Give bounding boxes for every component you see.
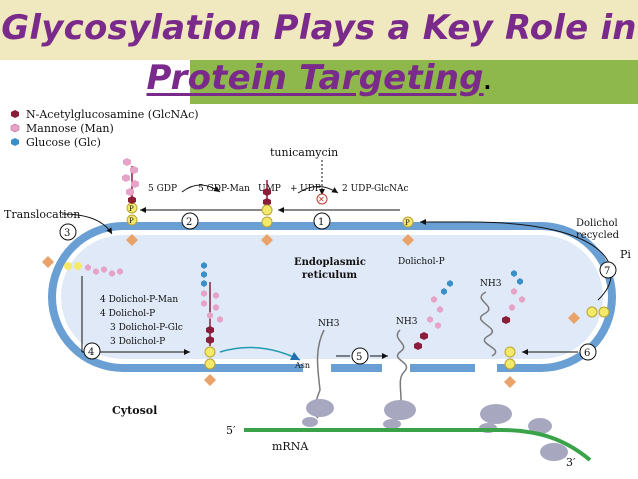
step-4-badge: 4 <box>83 342 101 360</box>
nascent-chain-2: NH3 <box>396 280 453 419</box>
step-3-badge: 3 <box>59 223 77 241</box>
dolp-3-label: 3 Dolichol-P <box>110 337 165 347</box>
dolichol-recycled-label-2: recycled <box>576 230 620 241</box>
svg-text:NH3: NH3 <box>480 279 502 289</box>
mrna-strand <box>244 428 592 462</box>
dolichol-p-label: Dolichol-P <box>398 257 445 267</box>
glycosylation-diagram: N-Acetylglucosamine (GlcNAc) Mannose (Ma… <box>4 108 631 469</box>
step-1-badge: 1 <box>313 212 331 230</box>
dolp-man-label: 4 Dolichol-P-Man <box>100 295 178 305</box>
svg-text:5: 5 <box>356 352 362 363</box>
legend-glucose: Glucose (Glc) <box>26 136 101 149</box>
cytosol-label: Cytosol <box>112 404 157 417</box>
er-label-2: reticulum <box>302 270 357 281</box>
svg-text:NH3: NH3 <box>318 319 340 329</box>
step-7-badge: 7 <box>599 261 617 279</box>
svg-text:P: P <box>129 205 134 213</box>
svg-text:NH3: NH3 <box>396 317 418 327</box>
glucose-legend-icon <box>11 138 19 146</box>
svg-text:3: 3 <box>64 228 70 239</box>
legend-mannose: Mannose (Man) <box>26 122 114 135</box>
ribosome-2 <box>383 400 416 429</box>
tunicamycin-label: tunicamycin <box>270 146 338 159</box>
dolp-4-label: 4 Dolichol-P <box>100 309 155 319</box>
svg-text:1: 1 <box>318 217 324 228</box>
lumenal-glycan <box>201 262 301 386</box>
pi-label: Pi <box>620 248 631 261</box>
title-band-gap <box>0 60 190 104</box>
svg-text:4: 4 <box>88 347 94 358</box>
svg-text:6: 6 <box>584 348 590 359</box>
title-period: . <box>483 70 492 94</box>
title-line-2-text: Protein Targeting <box>146 58 484 98</box>
legend-glcnac: N-Acetylglucosamine (GlcNAc) <box>26 108 199 121</box>
legend: N-Acetylglucosamine (GlcNAc) Mannose (Ma… <box>10 108 199 149</box>
dolichol-recycle: Dolichol recycled 7 Pi <box>420 218 631 324</box>
title-line-2: Protein Targeting. <box>0 58 638 98</box>
dolichol-additions: 4 Dolichol-P-Man 4 Dolichol-P 3 Dolichol… <box>81 276 190 360</box>
nascent-chain-3: NH3 6 <box>479 270 597 388</box>
udp-label: UDP <box>300 184 321 194</box>
mannose-legend-icon <box>10 123 20 133</box>
inhibit-mark: ✕ <box>318 195 325 204</box>
cytosolic-steps: tunicamycin ✕ UMP + UDP 2 UDP-GlcNAc 5 G… <box>122 146 414 246</box>
ribosome-free <box>528 418 568 461</box>
ump-label: UMP <box>258 184 281 194</box>
step-2-badge: 2 <box>181 212 199 230</box>
svg-text:7: 7 <box>604 266 610 277</box>
plus-label: + <box>290 184 298 194</box>
gdp-label: 5 GDP <box>148 184 177 194</box>
er-label-group: Endoplasmic reticulum Dolichol-P <box>294 257 445 281</box>
title-line-1: Glycosylation Plays a Key Role in <box>1 8 637 48</box>
dolichol-glycan-1 <box>122 158 139 204</box>
step-6-badge: 6 <box>579 343 597 361</box>
step-5-badge: 5 <box>351 347 369 365</box>
er-membrane <box>48 222 616 376</box>
udpglcnac-label: 2 UDP-GlcNAc <box>342 184 409 194</box>
ribosome-1 <box>302 399 334 427</box>
mrna-label: mRNA <box>272 440 309 453</box>
er-label: Endoplasmic <box>294 257 366 268</box>
svg-text:P: P <box>405 219 410 227</box>
dolichol-recycled-label: Dolichol <box>576 218 618 229</box>
svg-text:P: P <box>129 217 134 225</box>
title-band <box>0 0 638 60</box>
cytosol-region: Cytosol 5′ mRNA 3′ <box>112 399 592 469</box>
asn-label: Asn <box>294 361 310 370</box>
dolp-glc-label: 3 Dolichol-P-Glc <box>110 323 183 333</box>
mrna-5prime: 5′ <box>226 424 236 437</box>
svg-text:2: 2 <box>186 217 192 228</box>
mrna-3prime: 3′ <box>566 456 576 469</box>
translocation: Translocation 3 <box>4 208 123 277</box>
glcnac-legend-icon <box>11 110 19 118</box>
gdpman-label: 5 GDP-Man <box>198 184 250 194</box>
translocation-label: Translocation <box>4 208 80 221</box>
